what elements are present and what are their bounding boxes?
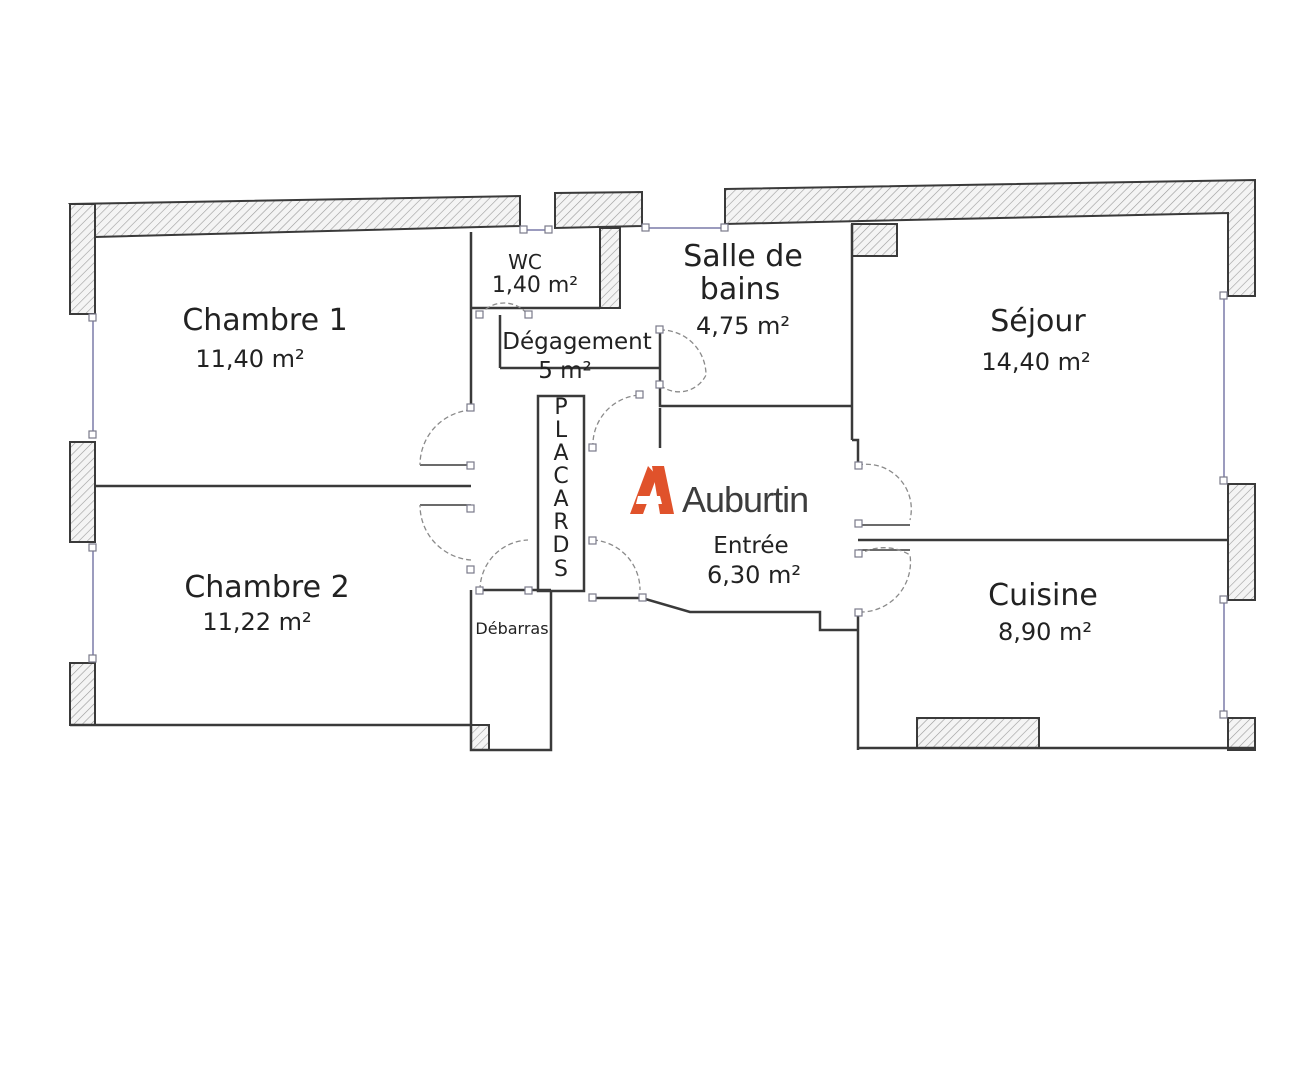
sdb-name-line1: Salle de bbox=[683, 239, 803, 274]
placards-letter: L bbox=[555, 418, 568, 443]
placards-letter: D bbox=[553, 533, 570, 558]
placards-letter: S bbox=[554, 557, 568, 582]
door-arcs bbox=[419, 302, 912, 613]
entree-name: Entrée bbox=[713, 533, 788, 559]
control-nodes bbox=[88, 223, 1228, 719]
placards-letter: A bbox=[553, 441, 568, 466]
sdb-area: 4,75 m² bbox=[696, 312, 790, 340]
auburtin-logo: Auburtin bbox=[630, 466, 809, 520]
placards-letter: A bbox=[553, 487, 568, 512]
debarras-name: Débarras bbox=[475, 619, 548, 638]
placards-letter: P bbox=[554, 395, 567, 420]
chambre1-name: Chambre 1 bbox=[182, 303, 347, 338]
chambre2-area: 11,22 m² bbox=[202, 608, 311, 636]
placards-letter: C bbox=[553, 464, 568, 489]
chambre2-name: Chambre 2 bbox=[184, 570, 349, 605]
sejour-name: Séjour bbox=[990, 304, 1086, 339]
exterior-walls bbox=[68, 178, 1256, 751]
sejour-area: 14,40 m² bbox=[981, 348, 1090, 376]
wc-name: WC bbox=[508, 250, 542, 274]
logo-mark-bar bbox=[636, 496, 662, 504]
entree-area: 6,30 m² bbox=[707, 561, 801, 589]
logo-mark-left bbox=[630, 466, 657, 514]
placards-letter: R bbox=[553, 510, 568, 535]
placards-label: P L A C A R D S bbox=[553, 395, 570, 582]
interior-walls bbox=[70, 224, 1255, 752]
logo-mark-right bbox=[652, 466, 674, 514]
wc-area: 1,40 m² bbox=[492, 273, 578, 298]
logo-text: Auburtin bbox=[682, 479, 808, 520]
cuisine-area: 8,90 m² bbox=[998, 618, 1092, 646]
cuisine-name: Cuisine bbox=[988, 578, 1098, 613]
chambre1-area: 11,40 m² bbox=[195, 345, 304, 373]
degagement-name: Dégagement bbox=[502, 329, 651, 355]
sdb-name-line2: bains bbox=[700, 272, 780, 307]
degagement-area: 5 m² bbox=[538, 358, 592, 384]
